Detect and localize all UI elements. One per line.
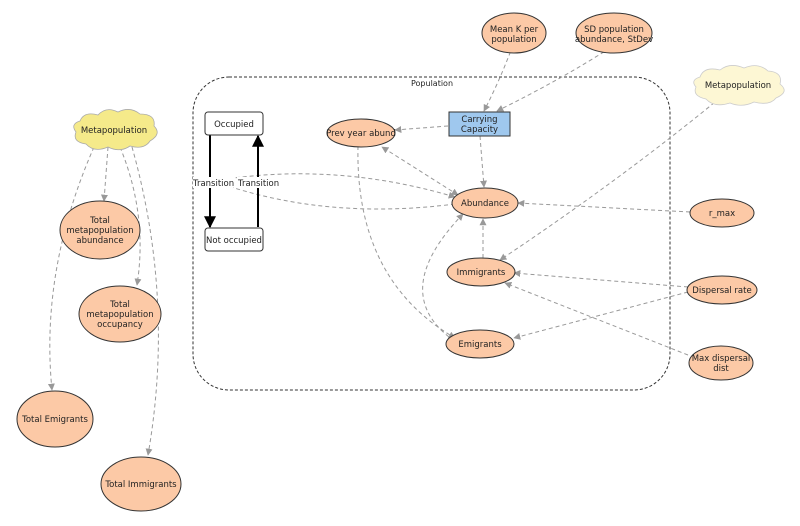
emigrants-label: Emigrants — [458, 340, 502, 350]
edge-metapop-right-immigrants — [499, 97, 721, 261]
edge-abundance-transition — [224, 184, 456, 210]
total-metapopulation-abundance-node[interactable]: Total metapopulation abundance — [59, 200, 141, 260]
sd-population-label-2: abundance, StDev — [575, 35, 653, 45]
metapopulation-right-label: Metapopulation — [705, 81, 771, 91]
sd-population-node[interactable]: SD population abundance, StDev — [575, 12, 653, 54]
edge-sdpop-carrying — [496, 47, 611, 112]
edge-dispersal-immigrants — [513, 270, 689, 288]
edge-metapop-totalemig — [47, 146, 95, 391]
edge-meank-carrying — [483, 44, 514, 112]
edge-carrying-prevyear — [394, 125, 449, 134]
total-occupancy-label-2: metapopulation — [86, 310, 153, 320]
edge-emigrants-abundance — [422, 213, 464, 338]
total-abundance-label-2: metapopulation — [66, 226, 133, 236]
population-container — [192, 76, 671, 391]
edge-abundance-prevyear — [381, 146, 459, 196]
carrying-capacity-label-2: Capacity — [461, 125, 498, 135]
metapopulation-cloud-right[interactable]: Metapopulation — [693, 65, 785, 106]
carrying-capacity-node[interactable]: Carrying Capacity — [448, 111, 511, 137]
edge-carrying-abundance — [479, 135, 487, 188]
not-occupied-label: Not occupied — [206, 236, 262, 246]
immigrants-node[interactable]: Immigrants — [446, 257, 516, 287]
total-emigrants-label: Total Emigrants — [21, 415, 88, 425]
r-max-label: r_max — [709, 209, 735, 219]
edge-metapop-totalocc — [119, 146, 142, 286]
dispersal-rate-label: Dispersal rate — [692, 286, 751, 296]
metapopulation-cloud-left[interactable]: Metapopulation — [73, 109, 158, 151]
total-emigrants-node[interactable]: Total Emigrants — [16, 390, 94, 448]
occupied-label: Occupied — [214, 120, 254, 130]
metapopulation-left-label: Metapopulation — [81, 126, 147, 136]
sd-population-label-1: SD population — [584, 25, 644, 35]
prev-year-abund-node[interactable]: Prev year abund — [326, 118, 396, 148]
mean-k-node[interactable]: Mean K per population — [481, 12, 547, 54]
population-label: Population — [411, 79, 453, 88]
total-abundance-label-3: abundance — [76, 236, 123, 246]
abundance-node[interactable]: Abundance — [451, 187, 519, 219]
transition-label-right: Transition — [237, 179, 279, 189]
max-dispersal-node[interactable]: Max dispersal dist — [688, 345, 754, 381]
total-immigrants-node[interactable]: Total Immigrants — [100, 456, 182, 512]
occupied-state[interactable]: Occupied — [204, 111, 264, 136]
max-dispersal-label-2: dist — [713, 364, 729, 374]
edge-metapop-totalabund — [100, 146, 109, 202]
dispersal-rate-node[interactable]: Dispersal rate — [686, 275, 758, 305]
carrying-capacity-label-1: Carrying — [461, 115, 497, 125]
r-max-node[interactable]: r_max — [689, 198, 755, 228]
edge-rmax-abundance — [517, 199, 691, 213]
total-abundance-label-1: Total — [89, 216, 110, 226]
total-occupancy-label-3: occupancy — [97, 320, 143, 330]
total-metapopulation-occupancy-node[interactable]: Total metapopulation occupancy — [78, 285, 162, 343]
mean-k-label-1: Mean K per — [490, 25, 539, 35]
transition-label-left: Transition — [192, 179, 234, 189]
abundance-label: Abundance — [461, 199, 509, 209]
total-immigrants-label: Total Immigrants — [104, 480, 177, 490]
edge-maxdisp-immigrants — [504, 282, 689, 356]
edge-prevyear-emigrants — [357, 145, 456, 339]
immigrants-label: Immigrants — [457, 268, 506, 278]
edge-metapop-totalimmig — [131, 146, 159, 456]
not-occupied-state[interactable]: Not occupied — [204, 227, 264, 252]
mean-k-label-2: population — [491, 35, 536, 45]
prev-year-abund-label: Prev year abund — [326, 129, 396, 139]
max-dispersal-label-1: Max dispersal — [692, 354, 751, 364]
emigrants-node[interactable]: Emigrants — [445, 329, 515, 359]
edge-dispersal-emigrants — [513, 291, 689, 340]
total-occupancy-label-1: Total — [109, 300, 130, 310]
